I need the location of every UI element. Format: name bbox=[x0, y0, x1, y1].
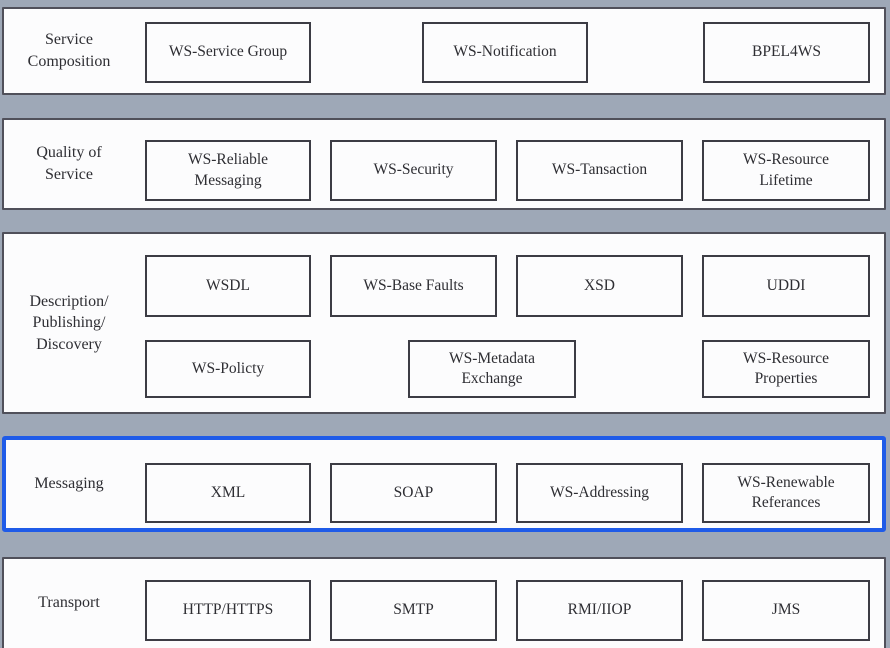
box-ws-notification: WS-Notification bbox=[422, 22, 588, 83]
box-ws-reliable-messaging: WS-Reliable Messaging bbox=[145, 140, 311, 201]
box-soap: SOAP bbox=[330, 463, 497, 523]
box-ws-base-faults: WS-Base Faults bbox=[330, 255, 497, 317]
box-rmi-iiop: RMI/IIOP bbox=[516, 580, 683, 641]
layer-label-description-publishing-discovery: Description/ Publishing/ Discovery bbox=[29, 292, 109, 353]
box-ws-resource-lifetime: WS-Resource Lifetime bbox=[702, 140, 870, 201]
box-ws-service-group: WS-Service Group bbox=[145, 22, 311, 83]
box-ws-tansaction: WS-Tansaction bbox=[516, 140, 683, 201]
box-http-https: HTTP/HTTPS bbox=[145, 580, 311, 641]
box-uddi: UDDI bbox=[702, 255, 870, 317]
box-ws-security: WS-Security bbox=[330, 140, 497, 201]
layer-label-service-composition: Service Composition bbox=[27, 31, 111, 70]
box-smtp: SMTP bbox=[330, 580, 497, 641]
layer-label-quality-of-service: Quality of Service bbox=[36, 144, 102, 183]
box-ws-metadata-exchange: WS-Metadata Exchange bbox=[408, 340, 576, 398]
box-ws-addressing: WS-Addressing bbox=[516, 463, 683, 523]
box-xsd: XSD bbox=[516, 255, 683, 317]
box-ws-renewable-referances: WS-Renewable Referances bbox=[702, 463, 870, 523]
layer-label-messaging: Messaging bbox=[34, 475, 104, 493]
box-ws-policty: WS-Policty bbox=[145, 340, 311, 398]
layer-label-transport: Transport bbox=[38, 593, 100, 611]
box-jms: JMS bbox=[702, 580, 870, 641]
box-wsdl: WSDL bbox=[145, 255, 311, 317]
box-ws-resource-properties: WS-Resource Properties bbox=[702, 340, 870, 398]
box-xml: XML bbox=[145, 463, 311, 523]
box-bpel4ws: BPEL4WS bbox=[703, 22, 870, 83]
